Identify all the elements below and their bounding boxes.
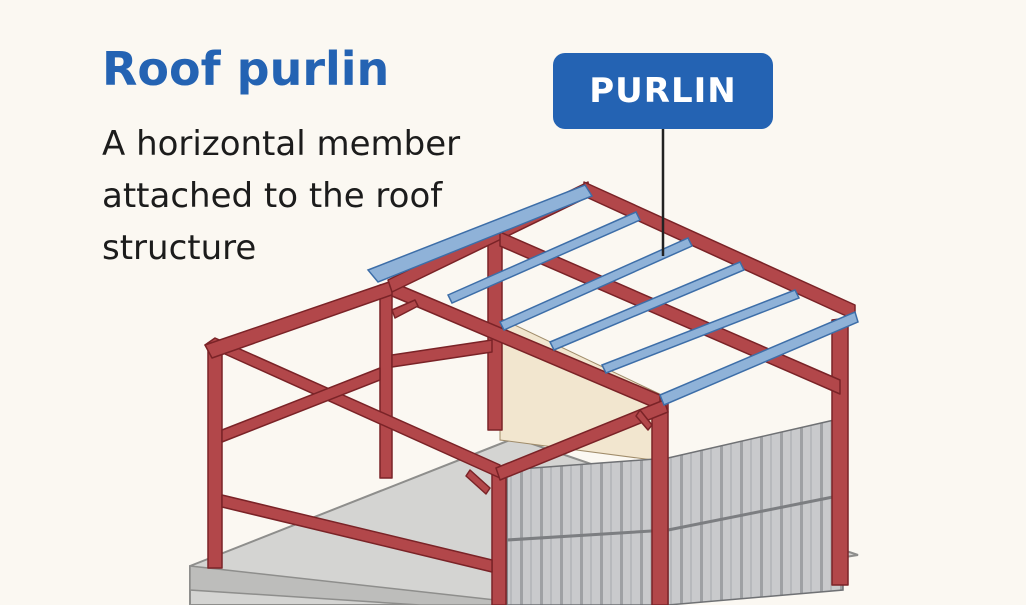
purlin-2 [498, 237, 694, 331]
ridge-purlin [366, 184, 594, 283]
purlin-3 [548, 261, 746, 351]
purlin-1 [446, 211, 642, 304]
purlin-callout-label: PURLIN [553, 53, 773, 129]
purlin-5 [659, 310, 859, 406]
page-title: Roof purlin [102, 42, 390, 96]
purlin-4 [600, 289, 801, 374]
wall-cladding [506, 417, 844, 605]
description-text: A horizontal member attached to the roof… [102, 124, 461, 268]
purlins [366, 184, 859, 406]
